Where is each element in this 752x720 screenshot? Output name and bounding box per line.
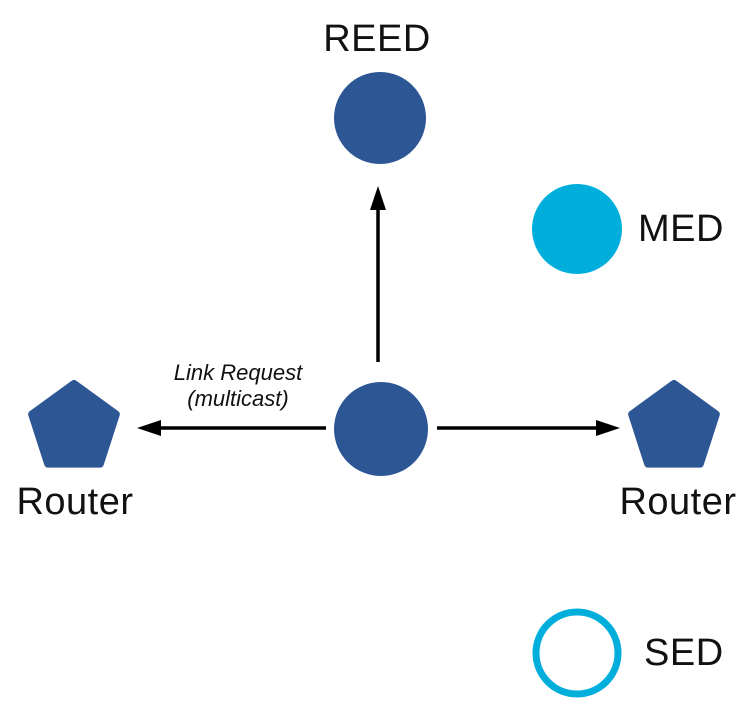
router-right-label: Router bbox=[619, 481, 737, 523]
link-request-label-line1: Link Request bbox=[173, 360, 303, 385]
router-left-label: Router bbox=[16, 481, 134, 523]
center-node-circle bbox=[334, 382, 428, 476]
med-node-circle bbox=[532, 184, 622, 274]
router-right-pentagon bbox=[628, 380, 720, 468]
router-left-pentagon bbox=[28, 380, 120, 468]
reed-label: REED bbox=[323, 18, 431, 60]
arrow-left-head-icon bbox=[137, 420, 161, 436]
arrow-up-head-icon bbox=[370, 186, 386, 210]
reed-node-circle bbox=[334, 72, 426, 164]
sed-node-circle bbox=[532, 608, 622, 698]
link-request-label: Link Request (multicast) bbox=[174, 360, 302, 412]
med-label: MED bbox=[638, 208, 724, 250]
sed-label: SED bbox=[644, 632, 724, 674]
arrow-right-head-icon bbox=[596, 420, 620, 436]
link-request-label-line2: (multicast) bbox=[187, 386, 289, 411]
